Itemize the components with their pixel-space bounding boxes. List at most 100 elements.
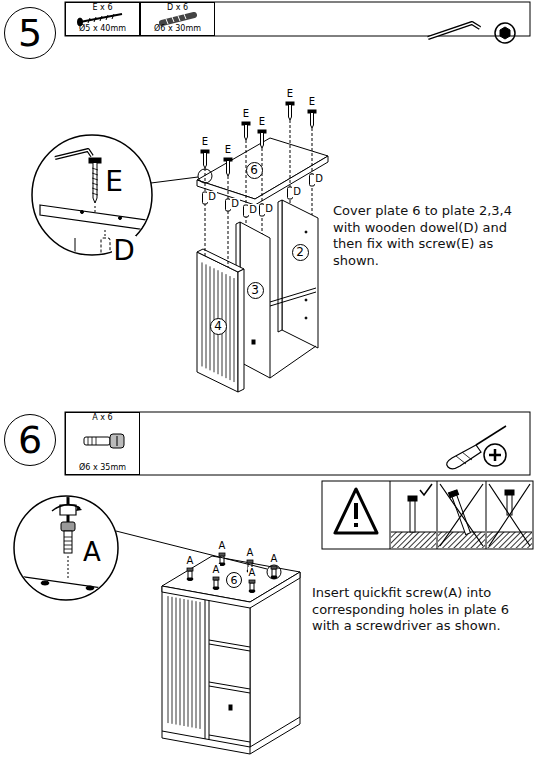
screws-dowels-step5-part-part [105, 230, 106, 272]
hardware-cell: D x 6Ø6 x 30mm [140, 2, 215, 36]
screw-shaft [227, 161, 230, 176]
screw-shaft [289, 105, 292, 120]
warning-box-part [335, 489, 377, 533]
part-letter: E [286, 88, 294, 99]
step5-cabinet-part [278, 200, 282, 332]
warning-box-part [440, 484, 483, 546]
part-letter: A [218, 540, 227, 551]
quickfit-screws-step6-part-part [64, 537, 72, 549]
hardware-cell: A x 6 Ø6 x 35mm [65, 412, 140, 475]
warning-box-part [489, 484, 530, 546]
screw-head [258, 130, 266, 133]
part-letter: E [201, 136, 209, 147]
screws-dowels-step5-part-part [55, 150, 92, 158]
step5-header-part [65, 2, 530, 36]
screws-dowels-step5-part-part [89, 158, 101, 163]
step5-header-part [166, 14, 186, 24]
screws-dowels-step5-part-part [101, 238, 110, 264]
warning-box-part [322, 481, 533, 549]
groove-line [180, 598, 181, 725]
step5-header [65, 2, 530, 43]
guide-line [312, 128, 313, 215]
step5-cabinet-part [305, 231, 307, 233]
plate-number: 6 [226, 572, 242, 588]
quickfit-screws-step6-part-part [64, 531, 72, 553]
groove-line [184, 599, 185, 726]
step5-header-part [500, 27, 510, 39]
quickfit-screws-step6-part-part [41, 581, 49, 585]
part-spec: Ø5 x 40mm [79, 25, 126, 34]
step6-cabinet-part [162, 717, 300, 754]
groove-line [196, 601, 197, 728]
step-number: 5 [4, 7, 56, 59]
number-text: 3 [251, 284, 259, 296]
step5-header-part [88, 14, 114, 23]
step6-cabinet-part [229, 705, 232, 710]
step5-cabinet-part [282, 200, 318, 348]
screws-dowels-step5-part [40, 150, 160, 290]
screws-dowels-step5-part-part [95, 206, 96, 214]
step6-cabinet-part [205, 594, 209, 740]
screw-shaft [204, 153, 207, 168]
quickfit-screws-step6-part [116, 531, 267, 569]
groove-line [176, 598, 177, 725]
quickfit-head [213, 577, 219, 580]
instruction-text: Insert quickfit screw(A) into correspond… [312, 585, 530, 635]
number-text: 6 [250, 164, 258, 176]
guide-line [205, 168, 206, 256]
number-text: 4 [214, 320, 222, 332]
warning-box-part [354, 523, 358, 527]
guide-line [228, 176, 229, 267]
screws-dowels-step5-part [198, 169, 212, 183]
part-letter: A [246, 547, 255, 558]
groove-line [188, 600, 189, 727]
step6-header-part [476, 426, 506, 445]
screws-dowels-step5 [32, 102, 316, 290]
screw-head [242, 122, 250, 125]
step6-cabinet-part [168, 596, 200, 729]
step5-header-part [428, 23, 480, 38]
screws-dowels-step5-part [151, 177, 198, 183]
screws-dowels-step5-part-part [92, 168, 98, 195]
groove-line [210, 266, 211, 370]
warning-box-part [505, 490, 514, 495]
screw-head [201, 150, 209, 153]
part-letter: A [270, 553, 279, 564]
step6-cabinet-part [209, 640, 250, 742]
part-letter: E [104, 167, 124, 198]
quickfit-head [271, 566, 277, 569]
part-spec: Ø6 x 35mm [79, 464, 126, 473]
step5-header-part [495, 23, 515, 43]
quickfit-head [219, 553, 225, 556]
plate-number: 2 [292, 244, 309, 261]
warning-box [322, 481, 533, 549]
instruction-text: Cover plate 6 to plate 2,3,4 with wooden… [333, 203, 531, 270]
part-letter: E [308, 96, 316, 107]
screw-shaft [245, 125, 248, 140]
step5-cabinet-part [305, 299, 307, 301]
part-letter: A [248, 567, 257, 578]
part-letter: E [242, 108, 250, 119]
warning-box-part [438, 532, 485, 548]
part-letter: E [224, 144, 232, 155]
number-text: 2 [296, 246, 304, 258]
part-spec: E x 6 [93, 4, 113, 13]
guide-line [262, 148, 263, 234]
quickfit-screws-step6-part [267, 565, 281, 579]
groove-line [230, 276, 231, 380]
step5-cabinet-part [252, 340, 255, 344]
screws-dowels-step5-part-part [119, 217, 122, 220]
step6-header-part [456, 452, 472, 464]
warning-box-part [354, 503, 358, 519]
groove-line [168, 596, 169, 723]
step6-header-part [484, 444, 506, 466]
step6-header-part [84, 437, 110, 445]
quickfit-shaft [214, 580, 218, 587]
step5-header-part [162, 15, 194, 23]
quickfit-head [187, 568, 193, 571]
quickfit-head [249, 580, 255, 583]
quickfit-screws-step6-part-part [60, 505, 76, 515]
part-spec: A x 6 [92, 414, 112, 423]
